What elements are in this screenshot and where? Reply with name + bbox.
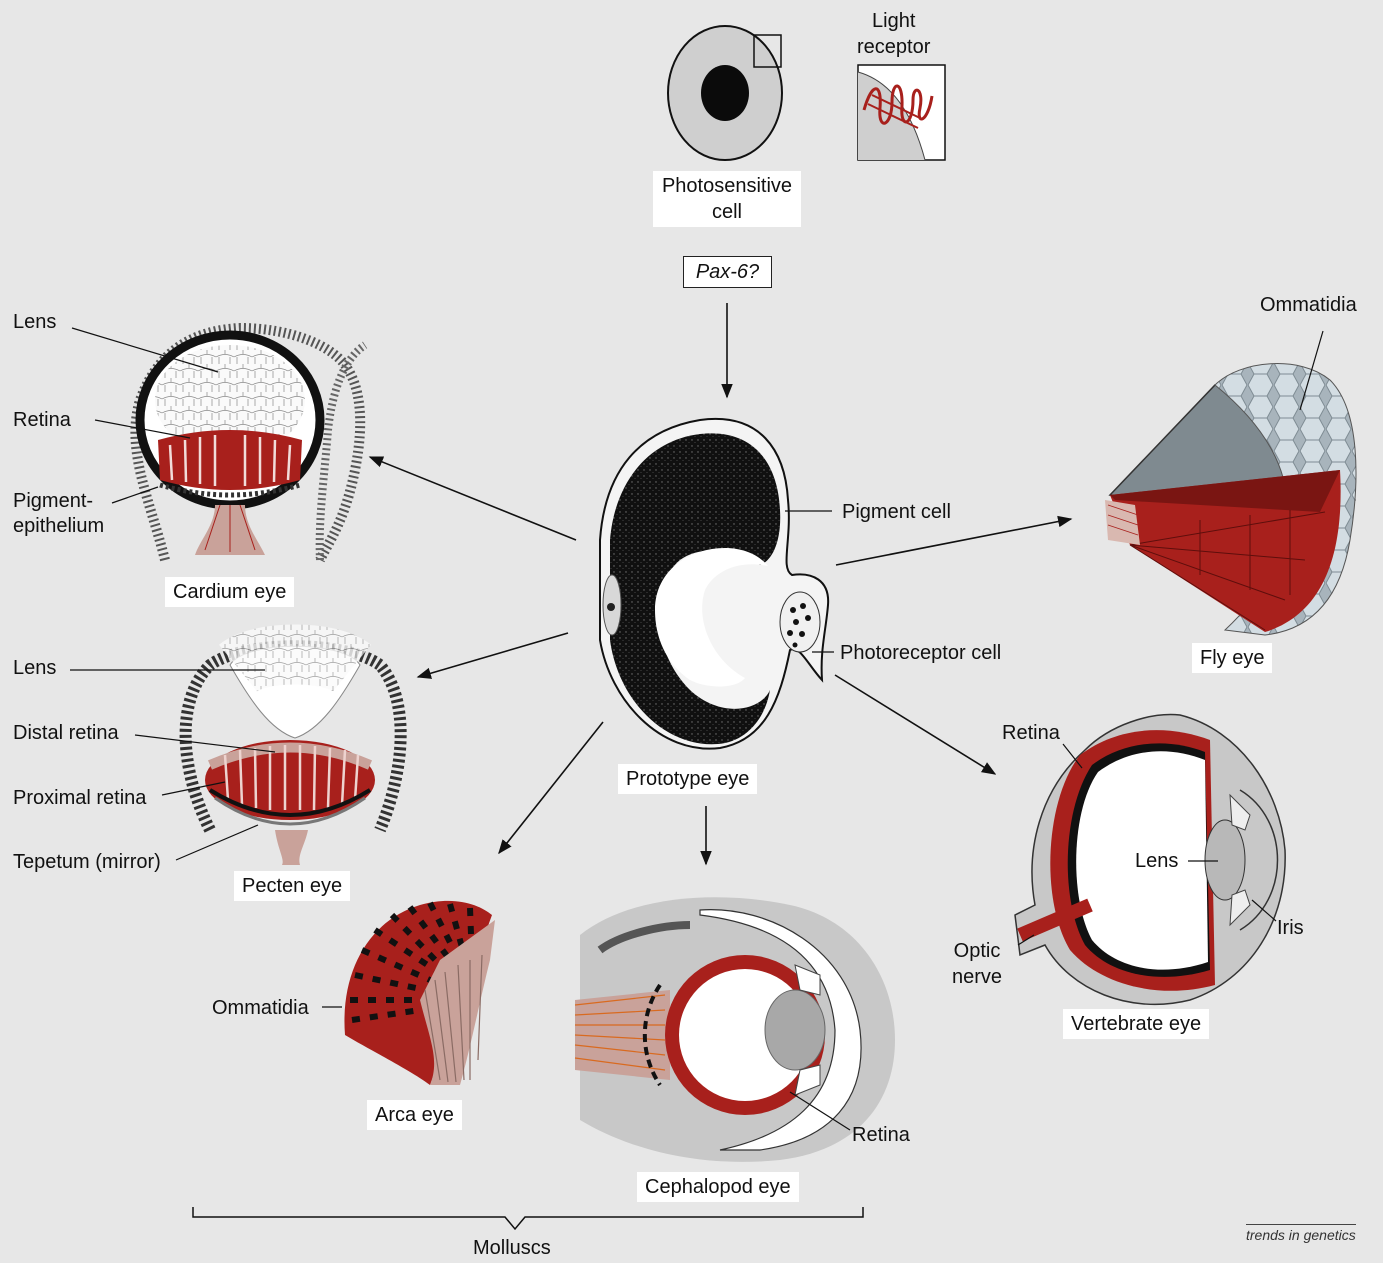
photosensitive-cell-label: Photosensitive cell (653, 171, 801, 227)
cardium-eye-drawing (130, 322, 368, 563)
light-receptor-label: Light receptor (857, 10, 931, 58)
pecten-lens-label: Lens (13, 657, 57, 679)
arrows (368, 303, 1073, 866)
arca-eye-drawing (344, 900, 495, 1085)
vertebrate-iris-label: Iris (1277, 917, 1304, 939)
pigment-cell-label: Pigment cell (842, 501, 951, 523)
molluscs-brace (192, 1207, 864, 1231)
credit-text: trends in genetics (1246, 1224, 1356, 1243)
arrow-to-cardium (368, 456, 577, 541)
arrow-to-pecten (416, 632, 569, 679)
cephalopod-retina-label: Retina (852, 1124, 910, 1146)
vertebrate-eye-drawing (1014, 713, 1286, 1006)
pecten-proximal-retina-label: Proximal retina (13, 787, 147, 809)
arrow-to-fly (835, 515, 1073, 566)
fly-ommatidia-label: Ommatidia (1260, 294, 1357, 316)
prototype-eye-caption: Prototype eye (618, 764, 758, 794)
cardium-retina-label: Retina (13, 409, 71, 431)
vertebrate-optic-nerve-label: Optic nerve (952, 940, 1003, 988)
fly-eye-caption: Fly eye (1192, 643, 1273, 673)
fly-eye-drawing (1105, 363, 1357, 636)
arca-eye-caption: Arca eye (367, 1100, 462, 1130)
vertebrate-retina-label: Retina (1002, 722, 1060, 744)
arrow-to-arca (498, 721, 604, 855)
pecten-distal-retina-label: Distal retina (13, 722, 119, 744)
photoreceptor-cell-label: Photoreceptor cell (840, 642, 1002, 664)
pecten-tepetum-label: Tepetum (mirror) (13, 851, 161, 873)
cardium-lens-label: Lens (13, 311, 57, 333)
cardium-eye-caption: Cardium eye (165, 577, 295, 607)
cephalopod-eye-caption: Cephalopod eye (637, 1172, 799, 1202)
leader-lines (70, 327, 1324, 1131)
pecten-eye-drawing (179, 624, 407, 865)
cardium-pigment-epithelium-label: Pigment- epithelium (13, 490, 105, 537)
molluscs-label: Molluscs (473, 1237, 551, 1259)
vertebrate-lens-label: Lens (1135, 850, 1179, 872)
cephalopod-eye-drawing (574, 897, 895, 1162)
arca-ommatidia-label: Ommatidia (212, 997, 309, 1019)
arrow-to-vertebrate (834, 674, 997, 775)
photosensitive-cell-drawing (667, 25, 783, 161)
pax6-label: Pax-6? (683, 256, 772, 288)
prototype-eye-drawing (599, 417, 830, 750)
vertebrate-eye-caption: Vertebrate eye (1063, 1009, 1210, 1039)
light-receptor-drawing (857, 64, 946, 161)
pecten-eye-caption: Pecten eye (234, 871, 351, 901)
